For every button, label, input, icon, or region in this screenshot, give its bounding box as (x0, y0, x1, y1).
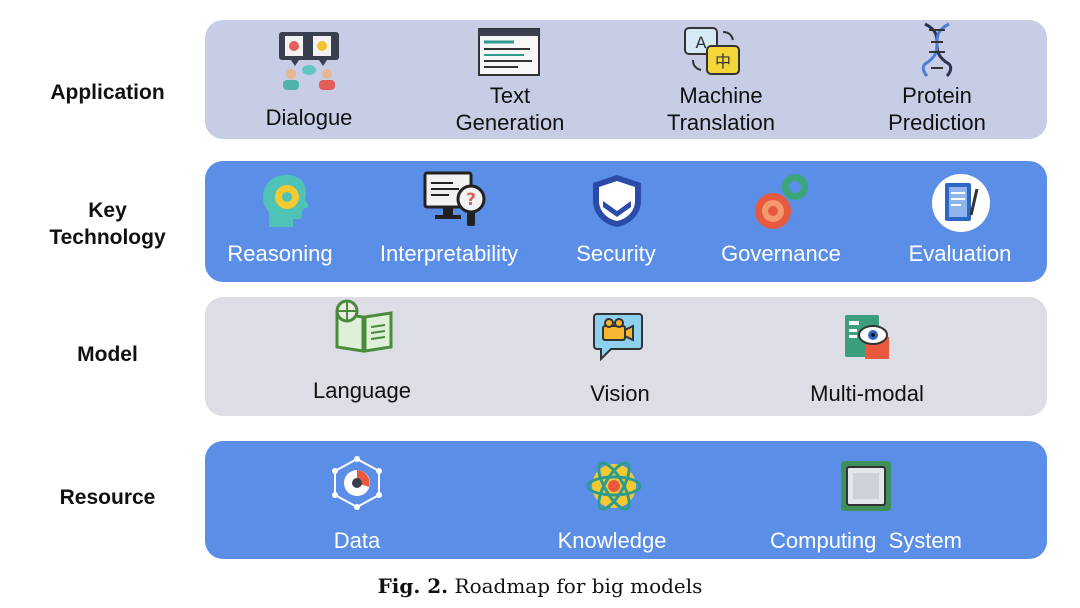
item-reasoning: Reasoning (215, 240, 345, 267)
item-machine-translation-line1: Machine (679, 83, 763, 108)
item-knowledge-label: Knowledge (557, 528, 667, 553)
item-vision-label: Vision (590, 381, 650, 406)
row-label-key-technology-line2: Technology (49, 226, 166, 249)
item-reasoning-label: Reasoning (227, 241, 333, 266)
item-protein-prediction-line2: Prediction (888, 110, 986, 135)
item-security: Security (551, 240, 681, 267)
document-icon (478, 28, 540, 81)
item-data: Data (292, 527, 422, 554)
item-interpretability-label: Interpretability (379, 241, 519, 266)
item-dialogue: Dialogue (245, 104, 373, 131)
item-security-label: Security (576, 241, 656, 266)
row-label-key-technology: Key Technology (20, 197, 195, 251)
item-evaluation: Evaluation (895, 240, 1025, 267)
item-multi-modal-label: Multi-modal (810, 381, 924, 406)
book-icon (333, 299, 395, 358)
video-chat-icon (593, 312, 643, 367)
row-label-model: Model (77, 343, 138, 366)
figure-caption-text: Roadmap for big models (448, 574, 703, 598)
row-label-application: Application (50, 81, 165, 104)
item-machine-translation-line2: Translation (666, 110, 775, 135)
item-knowledge: Knowledge (542, 527, 682, 554)
item-interpretability: Interpretability (369, 240, 529, 267)
item-governance-label: Governance (721, 241, 841, 266)
item-multi-modal: Multi-modal (787, 380, 947, 407)
dialogue-icon (277, 30, 341, 97)
translation-icon: A 中 (683, 26, 743, 83)
item-language-label: Language (313, 378, 411, 403)
row-label-resource: Resource (59, 486, 156, 509)
item-data-label: Data (333, 528, 381, 553)
figure-caption: Fig. 2. Roadmap for big models (0, 574, 1080, 598)
item-computing-system: Computing System (751, 527, 981, 554)
item-governance: Governance (701, 240, 861, 267)
notebook-icon (931, 173, 991, 238)
item-computing-system-label: Computing System (770, 528, 962, 553)
figure-caption-prefix: Fig. 2. (377, 574, 449, 598)
brain-gear-icon (259, 171, 315, 234)
item-machine-translation: Machine Translation (653, 82, 789, 136)
row-label-key-technology-line1: Key (88, 199, 127, 222)
svg-text:?: ? (466, 190, 476, 210)
atom-icon (585, 459, 643, 518)
shield-icon (589, 173, 645, 234)
item-dialogue-label: Dialogue (265, 105, 353, 130)
svg-text:A: A (696, 33, 707, 52)
gears-icon (749, 171, 815, 236)
dna-icon (917, 22, 957, 83)
application-band: Dialogue Text Generation A 中 Machine Tra… (205, 20, 1047, 139)
item-text-generation: Text Generation (445, 82, 575, 136)
data-network-icon (329, 455, 385, 516)
chip-icon (839, 459, 893, 518)
monitor-question-icon: ? (423, 171, 487, 232)
item-protein-prediction: Protein Prediction (873, 82, 1001, 136)
item-text-generation-line1: Text (489, 83, 531, 108)
svg-text:中: 中 (715, 52, 731, 71)
resource-band: Data Knowledge Computing System (205, 441, 1047, 559)
item-evaluation-label: Evaluation (908, 241, 1012, 266)
item-protein-prediction-line1: Protein (902, 83, 972, 108)
model-band: Language Vision Multi-modal (205, 297, 1047, 416)
key-technology-band: Reasoning ? Interpretability Security (205, 161, 1047, 282)
item-vision: Vision (557, 380, 683, 407)
multimodal-icon (841, 313, 891, 366)
item-text-generation-line2: Generation (455, 110, 565, 135)
item-language: Language (297, 377, 427, 404)
